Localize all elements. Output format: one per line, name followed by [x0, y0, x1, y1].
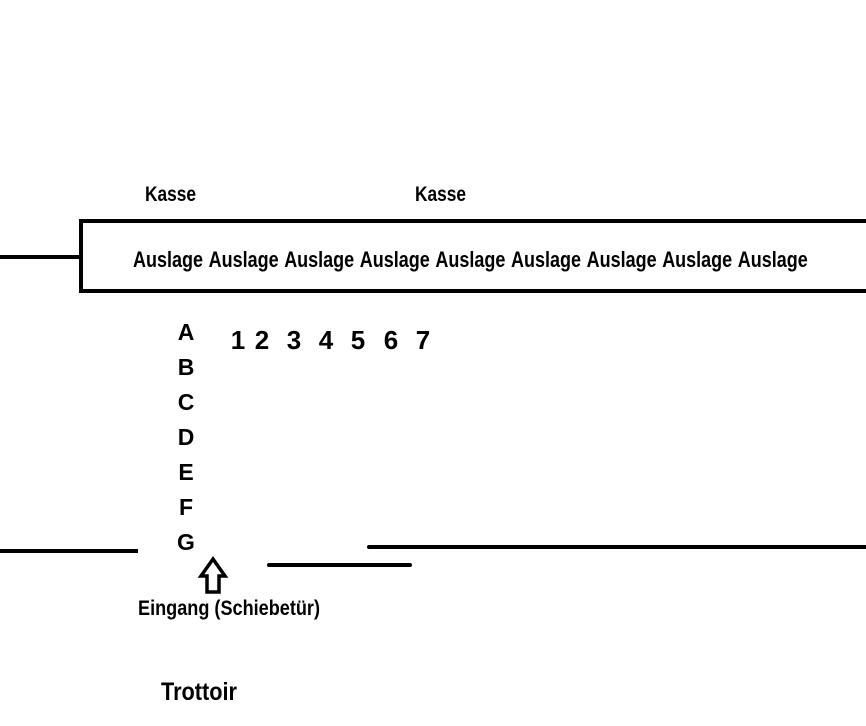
display-label: Auslage: [662, 247, 732, 272]
row-label: A: [178, 319, 195, 345]
sidewalk-label: Trottoir: [161, 678, 237, 706]
display-label: Auslage: [360, 247, 430, 272]
row-label: C: [178, 389, 195, 415]
row-label: B: [178, 354, 195, 380]
column-label: 1: [231, 325, 245, 355]
column-label: 3: [287, 325, 301, 355]
display-label: Auslage: [435, 247, 505, 272]
column-label: 6: [384, 325, 398, 355]
display-label: Auslage: [738, 247, 808, 272]
display-label: Auslage: [284, 247, 354, 272]
display-counter: [79, 219, 866, 293]
display-label: Auslage: [209, 247, 279, 272]
cashier-label-2: Kasse: [415, 183, 466, 206]
row-label: D: [178, 424, 195, 450]
entrance-arrow-icon: [197, 555, 229, 594]
row-label: G: [177, 529, 195, 555]
row-label: F: [179, 494, 193, 520]
cashier-label-1: Kasse: [145, 183, 196, 206]
column-label: 4: [319, 325, 334, 355]
row-label: E: [178, 459, 193, 485]
column-label: 5: [351, 325, 365, 355]
column-label: 7: [416, 325, 430, 355]
display-label: Auslage: [133, 247, 203, 272]
display-label: Auslage: [587, 247, 657, 272]
entrance-label: Eingang (Schiebetür): [138, 597, 320, 620]
display-label: Auslage: [511, 247, 581, 272]
column-label: 2: [255, 325, 269, 355]
